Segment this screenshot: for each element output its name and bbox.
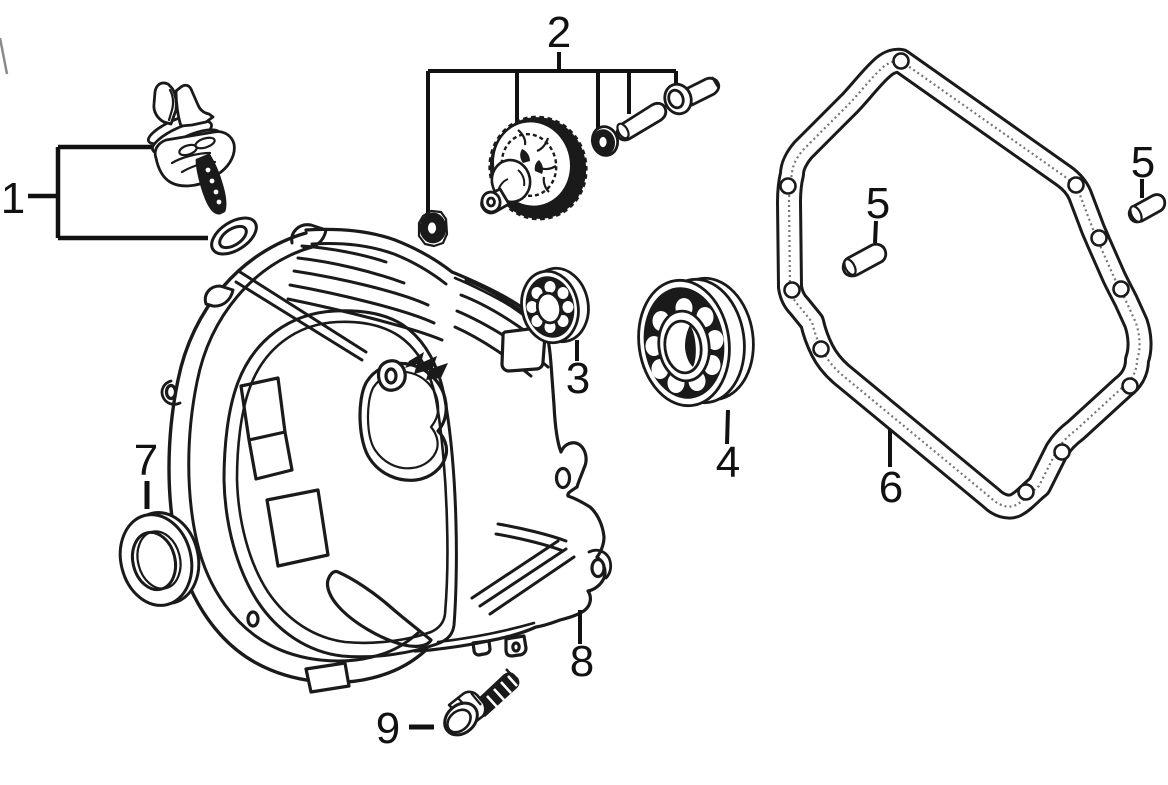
svg-text:1: 1 [1,174,25,223]
svg-text:7: 7 [134,436,158,485]
svg-text:5: 5 [1131,138,1155,187]
svg-text:6: 6 [879,463,903,512]
svg-text:9: 9 [376,704,400,753]
svg-text:2: 2 [547,8,571,57]
svg-text:3: 3 [566,354,590,403]
svg-text:8: 8 [570,637,594,686]
svg-text:5: 5 [866,179,890,228]
svg-text:4: 4 [716,438,740,487]
